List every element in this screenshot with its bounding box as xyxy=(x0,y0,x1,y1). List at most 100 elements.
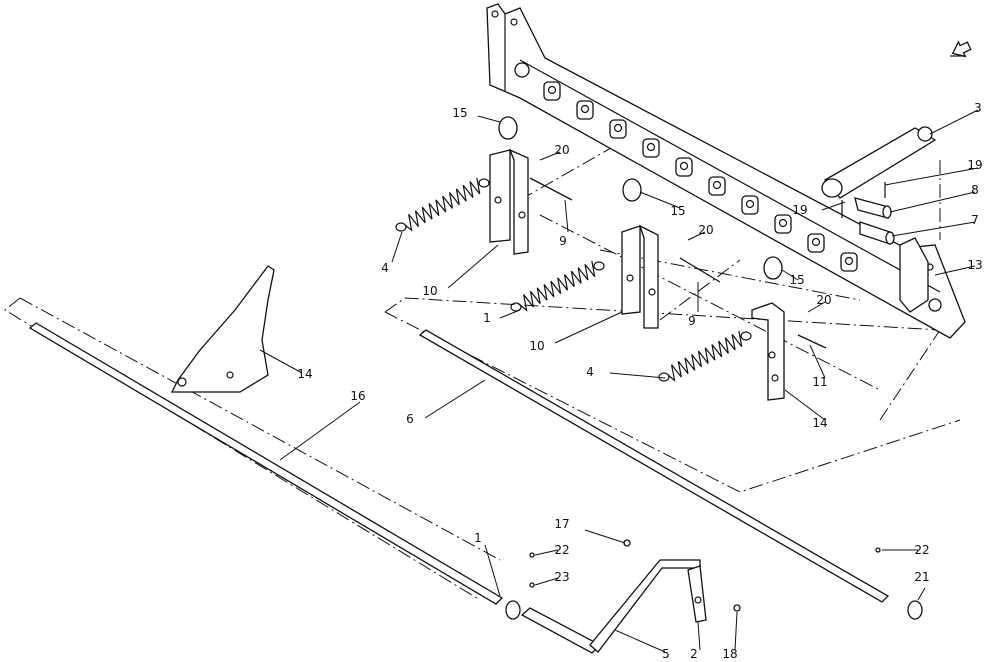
callout-label: 15 xyxy=(789,273,804,287)
callout-label: 5 xyxy=(662,647,670,661)
frame-lug xyxy=(675,157,693,177)
frame-lug xyxy=(741,195,759,215)
frame-lug xyxy=(774,214,792,234)
callout-2: 2 xyxy=(690,621,701,661)
callout-label: 22 xyxy=(554,543,569,557)
callout-16: 16 xyxy=(279,389,366,461)
washer-part-21 xyxy=(907,600,923,620)
callout-label: 7 xyxy=(971,213,979,227)
callout-label: 3 xyxy=(974,101,982,115)
callout-11: 11 xyxy=(809,344,828,389)
tube-part-3 xyxy=(821,126,937,199)
callout-label: 22 xyxy=(914,543,929,557)
callout-label: 20 xyxy=(554,143,569,157)
callout-8: 8 xyxy=(889,183,979,213)
callout-5: 5 xyxy=(614,629,670,661)
callout-label: 21 xyxy=(914,570,929,584)
leader-line xyxy=(934,265,976,276)
leader-line xyxy=(929,109,979,135)
leader-line xyxy=(424,379,486,419)
leader-line xyxy=(584,529,626,544)
leader-line xyxy=(821,201,846,211)
callout-label: 15 xyxy=(670,204,685,218)
callout-label: 13 xyxy=(967,258,982,272)
callout-label: 9 xyxy=(559,234,567,248)
plate-part-14 xyxy=(170,265,275,393)
callout-19: 19 xyxy=(792,201,846,217)
leader-line xyxy=(781,269,799,281)
spring xyxy=(510,260,605,312)
leader-line xyxy=(499,309,521,319)
callout-1: 1 xyxy=(483,309,521,325)
callout-20: 20 xyxy=(807,293,832,313)
callout-label: 19 xyxy=(967,158,982,172)
frame-lug xyxy=(576,100,594,120)
leader-line xyxy=(534,549,559,556)
callout-label: 17 xyxy=(554,517,569,531)
leader-line xyxy=(917,587,926,601)
callout-label: 1 xyxy=(474,531,482,545)
callout-label: 10 xyxy=(422,284,437,298)
leader-line xyxy=(484,544,501,597)
leader-line xyxy=(534,577,559,586)
springs xyxy=(395,177,752,382)
callout-label: 8 xyxy=(971,183,979,197)
frame-lug xyxy=(642,138,660,158)
leader-line xyxy=(554,311,623,344)
callout-22: 22 xyxy=(534,543,570,557)
leader-line xyxy=(891,221,976,237)
callout-4: 4 xyxy=(381,231,403,275)
leader-line xyxy=(884,167,979,186)
leader-line xyxy=(259,349,303,374)
callout-21: 21 xyxy=(914,570,930,601)
callout-label: 6 xyxy=(406,412,414,426)
frame-lug xyxy=(609,119,627,139)
leader-line xyxy=(734,611,738,651)
crank-part-5 xyxy=(520,559,707,654)
leader-line xyxy=(447,244,499,289)
callout-17: 17 xyxy=(554,517,626,544)
spring xyxy=(395,177,490,232)
callout-label: 1 xyxy=(483,311,491,325)
leader-line xyxy=(639,191,681,209)
frame-bar xyxy=(486,3,966,339)
callout-label: 20 xyxy=(816,293,831,307)
callout-20: 20 xyxy=(687,223,714,241)
callout-13: 13 xyxy=(934,258,983,276)
callout-label: 20 xyxy=(698,223,713,237)
orientation-arrow-icon xyxy=(950,40,972,58)
bracket-part-14 xyxy=(751,302,785,401)
leader-line xyxy=(539,151,561,161)
leader-line xyxy=(809,344,826,379)
leader-line xyxy=(391,231,403,263)
callout-10: 10 xyxy=(422,244,499,298)
pin-part-7 xyxy=(859,221,895,245)
callout-10: 10 xyxy=(529,311,623,353)
leader-line xyxy=(697,621,701,651)
frame-lug xyxy=(543,81,561,101)
frame-lug xyxy=(840,252,858,272)
frame-lug xyxy=(807,233,825,253)
leader-line xyxy=(687,231,706,241)
callout-14: 14 xyxy=(784,389,828,430)
callout-label: 9 xyxy=(688,314,696,328)
callout-14: 14 xyxy=(259,349,313,381)
leader-line xyxy=(279,401,361,461)
frame-lug xyxy=(708,176,726,196)
callout-15: 15 xyxy=(639,191,686,218)
spring xyxy=(658,330,752,382)
washer-part-1 xyxy=(505,600,521,620)
callout-1: 1 xyxy=(474,531,501,597)
pin-part-9-b xyxy=(679,257,721,283)
callout-20: 20 xyxy=(539,143,570,161)
callout-15: 15 xyxy=(452,106,501,123)
callout-7: 7 xyxy=(891,213,979,237)
alignment-line xyxy=(519,119,941,421)
leader-line xyxy=(609,372,666,379)
callout-label: 2 xyxy=(690,647,698,661)
callout-label: 18 xyxy=(722,647,737,661)
rod-part-16 xyxy=(28,322,504,605)
callout-15: 15 xyxy=(781,269,805,287)
